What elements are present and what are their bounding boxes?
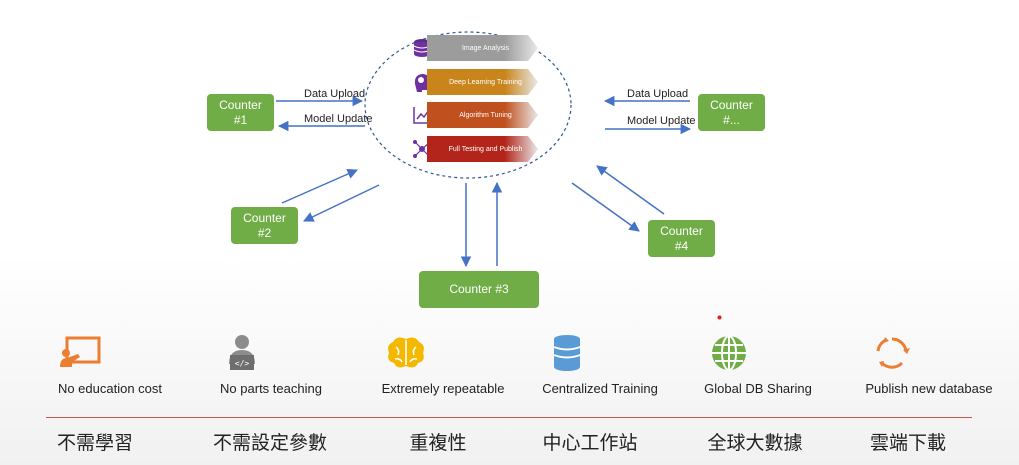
counter-n: Counter #... xyxy=(698,94,765,131)
user-laptop-icon: </> xyxy=(229,335,255,370)
zh-label-sharing: 全球大數據 xyxy=(707,433,803,454)
zh-label-training: 中心工作站 xyxy=(542,433,638,454)
stage-image-analysis: Image Analysis xyxy=(427,35,538,61)
feature-label-education: No education cost xyxy=(57,381,163,396)
stage-full-testing: Full Testing and Publish xyxy=(427,136,538,162)
arrow-c4-upload xyxy=(596,165,665,215)
marker-dot xyxy=(717,315,722,320)
counter-1: Counter #1 xyxy=(207,94,274,131)
feature-label-publish: Publish new database xyxy=(865,381,993,396)
feature-label-sharing: Global DB Sharing xyxy=(704,381,812,396)
right-model-update-label: Model Update xyxy=(627,115,696,127)
divider-line xyxy=(46,417,972,418)
brain-head-icon xyxy=(414,74,431,92)
zh-label-repeatable: 重複性 xyxy=(409,433,467,454)
left-data-upload-label: Data Upload xyxy=(304,88,366,100)
stage-deep-learning: Deep Learning Training xyxy=(427,69,538,95)
feature-label-repeatable: Extremely repeatable xyxy=(381,381,505,396)
zh-label-education: 不需學習 xyxy=(56,433,133,454)
zh-label-teaching: 不需設定參數 xyxy=(212,433,327,454)
globe-icon xyxy=(712,335,746,371)
brain-icon xyxy=(388,337,424,368)
presentation-board-icon xyxy=(60,336,101,367)
chart-tuning-icon xyxy=(413,107,431,124)
feature-label-teaching: No parts teaching xyxy=(220,381,322,396)
stage-algorithm-tuning: Algorithm Tuning xyxy=(427,102,538,128)
database-icon xyxy=(413,39,431,57)
counter-4: Counter #4 xyxy=(648,220,715,257)
database-icon xyxy=(553,335,581,371)
svg-text:</>: </> xyxy=(235,359,250,368)
arrow-c4-update xyxy=(571,182,640,232)
counter-3: Counter #3 xyxy=(419,271,539,308)
counter-2: Counter #2 xyxy=(231,207,298,244)
arrow-c2-upload xyxy=(281,169,358,204)
arrow-c2-update xyxy=(303,184,380,222)
hub-ellipse xyxy=(364,31,572,179)
right-data-upload-label: Data Upload xyxy=(627,88,689,100)
left-model-update-label: Model Update xyxy=(304,113,373,125)
sync-cycle-icon xyxy=(876,337,910,369)
feature-label-training: Centralized Training xyxy=(542,381,658,396)
zh-label-publish: 雲端下載 xyxy=(869,433,946,454)
